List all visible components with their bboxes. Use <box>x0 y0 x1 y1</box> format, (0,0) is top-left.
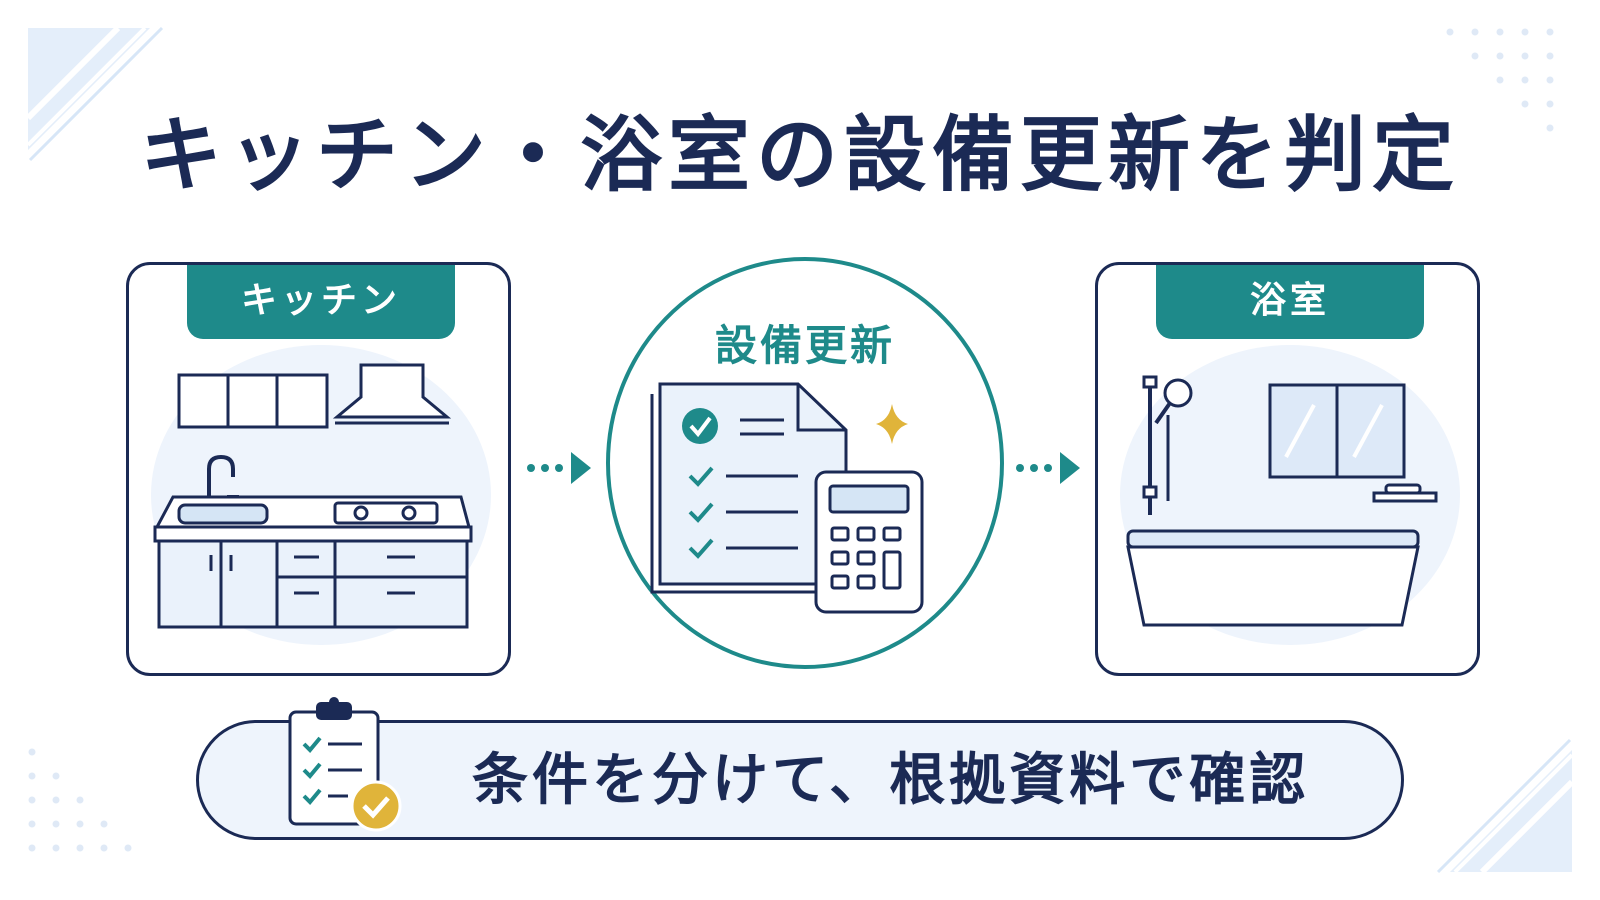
dotted-arrow-icon <box>1016 452 1080 484</box>
kitchen-illustration <box>151 345 491 645</box>
calculator-icon <box>814 470 924 614</box>
conclusion-banner <box>196 720 1404 840</box>
bath-card: 浴室 <box>1095 262 1480 676</box>
page-title: キッチン・浴室の設備更新を判定 <box>139 108 1460 203</box>
equipment-update-label: 設備更新 <box>714 321 895 370</box>
dotted-arrow-icon <box>527 452 591 484</box>
sparkle-icon <box>876 404 908 444</box>
bath-label: 浴室 <box>1156 265 1424 339</box>
bathroom-illustration <box>1120 345 1460 645</box>
checklist-document-icon <box>650 382 848 594</box>
clipboard-check-icon <box>288 697 402 832</box>
kitchen-card: キッチン <box>126 262 511 676</box>
kitchen-label: キッチン <box>187 265 455 339</box>
conclusion-text: 条件を分けて、根拠資料で確認 <box>472 748 1310 813</box>
equipment-update-circle <box>606 257 1004 669</box>
